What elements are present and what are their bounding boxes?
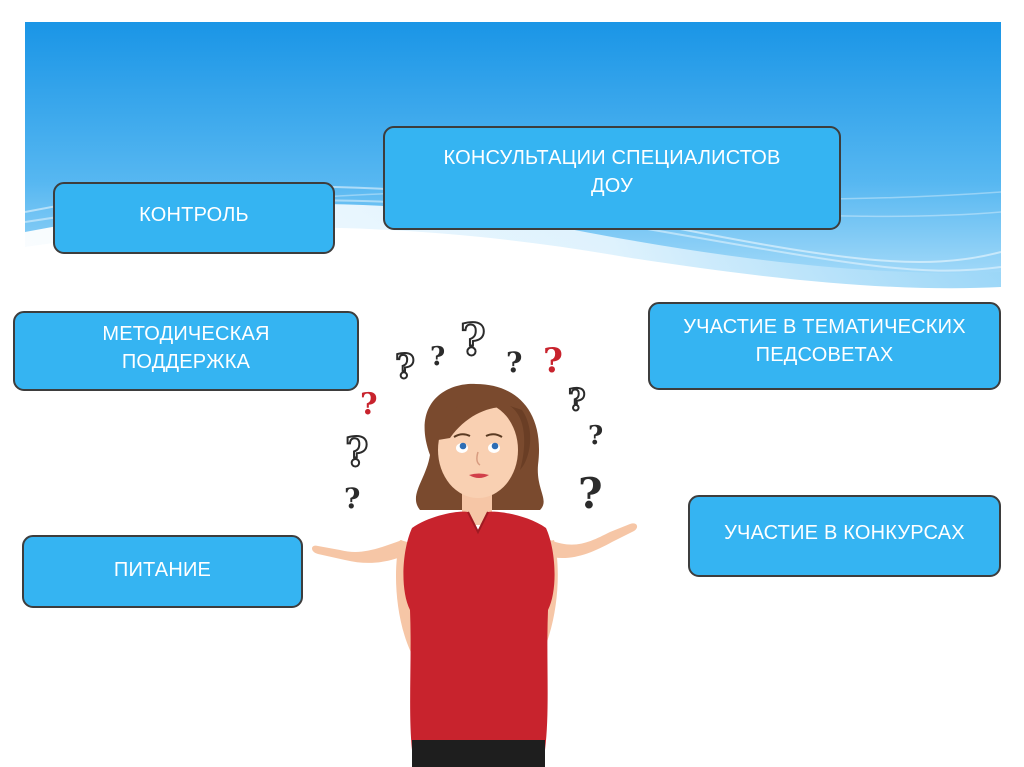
box-pitanie-label: ПИТАНИЕ — [113, 558, 212, 581]
question-mark-icon: ? — [578, 469, 603, 518]
box-konsultatsii: КОНСУЛЬТАЦИИ СПЕЦИАЛИСТОВ ДОУ — [383, 126, 841, 230]
box-pedsovety-line2: ПЕДСОВЕТАХ — [755, 344, 894, 366]
box-metodicheskaya-line1: МЕТОДИЧЕСКАЯ — [102, 323, 270, 345]
box-metodicheskaya: МЕТОДИЧЕСКАЯ ПОДДЕРЖКА — [13, 311, 359, 391]
box-pedsovety-line1: УЧАСТИЕ В ТЕМАТИЧЕСКИХ — [683, 316, 966, 338]
box-kontrol: КОНТРОЛЬ — [53, 182, 335, 254]
question-mark-icon: ? — [345, 429, 368, 476]
question-mark-icon: ? — [588, 421, 603, 451]
box-konsultatsii-line1: КОНСУЛЬТАЦИИ СПЕЦИАЛИСТОВ — [443, 147, 781, 169]
question-mark-icon: ? — [568, 383, 586, 418]
thinking-woman-illustration: ? ? ? ? ? ? ? ? ? ? ? — [300, 310, 650, 767]
box-pedsovety: УЧАСТИЕ В ТЕМАТИЧЕСКИХ ПЕДСОВЕТАХ — [648, 302, 1001, 390]
question-mark-icon: ? — [344, 482, 360, 515]
box-konsultatsii-line2: ДОУ — [591, 175, 633, 197]
question-mark-icon: ? — [460, 315, 486, 366]
question-mark-icon: ? — [543, 341, 563, 381]
box-metodicheskaya-line2: ПОДДЕРЖКА — [121, 351, 251, 373]
question-mark-icon: ? — [395, 347, 415, 387]
question-mark-icon: ? — [430, 342, 445, 372]
box-kontrol-label: КОНТРОЛЬ — [139, 204, 249, 226]
thinking-woman-icon: ? ? ? ? ? ? ? ? ? ? ? — [312, 314, 638, 767]
box-konkursy: УЧАСТИЕ В КОНКУРСАХ — [688, 495, 1001, 577]
box-konkursy-label: УЧАСТИЕ В КОНКУРСАХ — [724, 522, 965, 544]
question-mark-icon: ? — [506, 346, 522, 379]
question-marks: ? ? ? ? ? ? ? ? ? ? ? — [344, 314, 603, 518]
question-mark-icon: ? — [360, 387, 378, 422]
box-pitanie: ПИТАНИЕ — [22, 535, 303, 608]
